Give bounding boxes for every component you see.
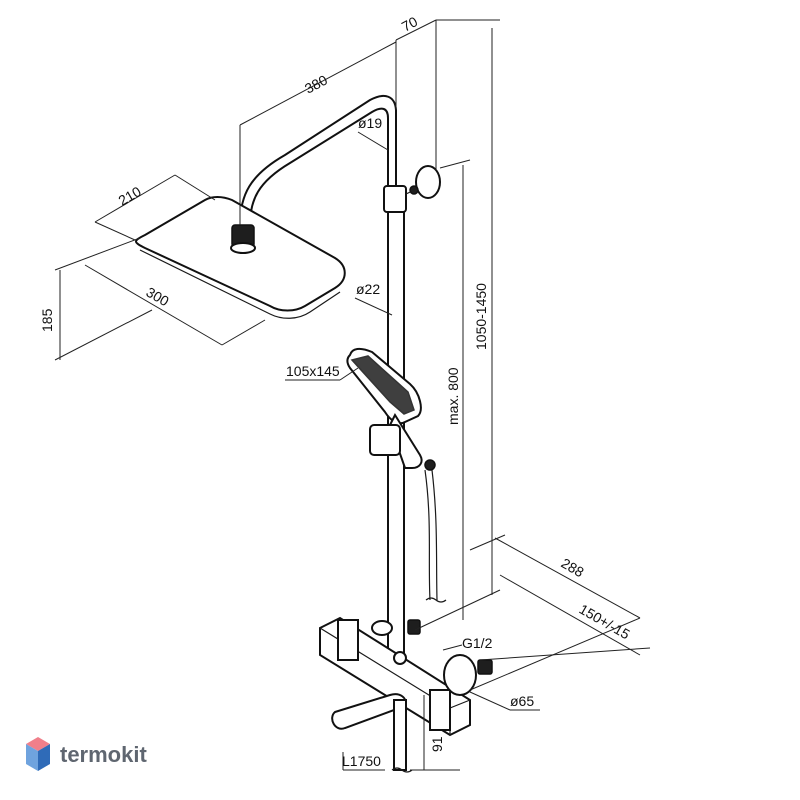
shower-hose [424,469,447,603]
wall-bracket-escutcheon [415,165,441,199]
dim-hose-length: L1750 [342,753,381,769]
dim-spout-height: 91 [429,736,445,752]
dim-rail-diameter: ø22 [356,281,380,297]
dim-inlet-spacing: 150+/-15 [577,601,633,643]
inlet-escutcheon [443,654,477,696]
dimension-lines [54,19,651,771]
rain-shower-head [135,196,346,319]
dim-arm-pipe-diameter: ø19 [358,115,382,131]
brand-name: termokit [60,742,147,767]
termokit-logo-icon [26,737,50,771]
dim-inlet-thread: G1/2 [462,635,493,651]
dim-arm-length: 380 [302,71,330,96]
dim-head-height: 185 [39,308,55,332]
overhead-shower-arm [239,94,397,226]
hand-shower [346,347,436,471]
rail-top-coupling [383,185,407,213]
brand-logo: termokit [26,737,147,771]
dim-total-height: 1050-1450 [473,283,489,350]
dim-hand-shower-size: 105x145 [286,363,340,379]
thermostatic-mixer [319,616,493,773]
dim-max-height: max. 800 [445,367,461,425]
dim-head-width: 300 [144,284,172,310]
dim-wall-offset: 70 [399,13,420,35]
dim-escutcheon-diameter: ø65 [510,693,534,709]
slider-holder [369,424,401,456]
dim-head-depth: 210 [116,183,144,209]
dim-mixer-depth: 288 [559,555,587,581]
